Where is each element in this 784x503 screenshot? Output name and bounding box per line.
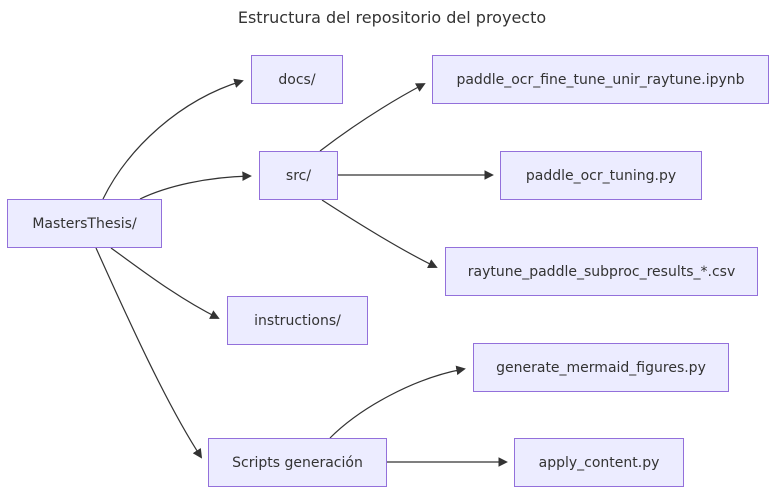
node-label: raytune_paddle_subproc_results_*.csv: [467, 263, 736, 280]
edge-root-scripts: [95, 247, 203, 459]
node-label: instructions/: [254, 312, 341, 329]
node-scripts-generacion: Scripts generación: [208, 438, 387, 487]
node-paddle-ocr-fine-tune-notebook: paddle_ocr_fine_tune_unir_raytune.ipynb: [432, 55, 769, 104]
edge-scripts-genfig: [329, 365, 466, 439]
node-generate-mermaid-figures-script: generate_mermaid_figures.py: [473, 343, 729, 392]
edge-root-src: [139, 171, 252, 200]
node-instructions: instructions/: [227, 296, 368, 345]
edge-root-instructions: [110, 247, 220, 319]
node-label: docs/: [278, 71, 316, 88]
edge-root-docs: [102, 78, 244, 200]
node-label: paddle_ocr_fine_tune_unir_raytune.ipynb: [456, 71, 745, 88]
node-apply-content-script: apply_content.py: [514, 438, 684, 487]
node-label: generate_mermaid_figures.py: [496, 359, 706, 376]
node-mastersthesis: MastersThesis/: [7, 199, 162, 248]
edge-src-ipynb: [319, 83, 426, 152]
node-paddle-ocr-tuning-script: paddle_ocr_tuning.py: [500, 151, 702, 200]
node-label: paddle_ocr_tuning.py: [525, 167, 677, 184]
node-label: src/: [285, 167, 312, 184]
edge-src-csv: [321, 199, 438, 268]
node-label: MastersThesis/: [32, 215, 137, 232]
node-raytune-results-csv: raytune_paddle_subproc_results_*.csv: [445, 247, 758, 296]
diagram-title: Estructura del repositorio del proyecto: [237, 8, 547, 27]
node-label: apply_content.py: [538, 454, 660, 471]
node-label: Scripts generación: [232, 454, 363, 471]
node-src: src/: [259, 151, 338, 200]
node-docs: docs/: [251, 55, 343, 104]
